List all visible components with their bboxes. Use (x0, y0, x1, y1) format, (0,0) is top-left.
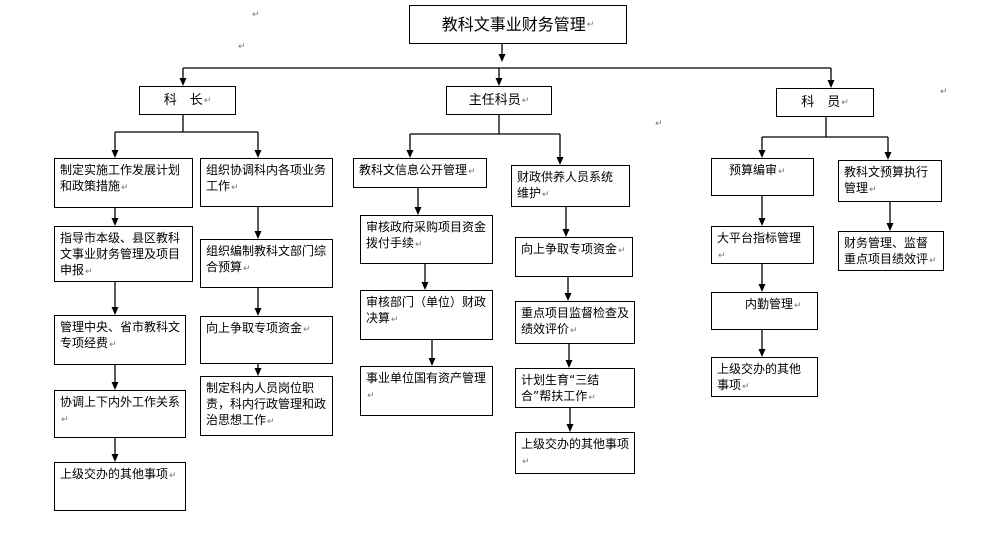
duty-box: 审核部门（单位）财政决算↵ (360, 290, 493, 340)
arrow-head (414, 207, 422, 215)
stray-para-mark: ↵ (655, 119, 663, 129)
duty-box: 制定科内人员岗位职责，科内行政管理和政治思想工作↵ (200, 376, 333, 436)
duty-box: 制定实施工作发展计划和政策措施↵ (54, 158, 193, 208)
arrow-head (254, 231, 262, 239)
duty-box: 预算编审↵ (711, 158, 814, 196)
stray-para-mark: ↵ (940, 87, 948, 97)
arrow-head (495, 78, 503, 86)
duty-box: 计划生育“三结合”帮扶工作↵ (515, 368, 635, 408)
role-kezhang: 科 长↵ (139, 86, 236, 115)
arrow-head (758, 218, 766, 226)
duty-box: 上级交办的其他事项↵ (54, 462, 186, 511)
role-zhuren: 主任科员↵ (446, 86, 552, 115)
arrow-head (498, 54, 506, 62)
arrow-head (562, 229, 570, 237)
role-kezhang-label: 科 长 (163, 92, 203, 108)
arrow-head (758, 150, 766, 158)
arrow-head (254, 368, 262, 376)
arrow-head (421, 282, 429, 290)
arrow-head (758, 349, 766, 357)
arrow-head (565, 360, 573, 368)
arrow-head (758, 284, 766, 292)
duty-box: 审核政府采购项目资金拨付手续↵ (360, 215, 493, 264)
duty-box: 财务管理、监督重点项目绩效评↵ (838, 231, 944, 271)
arrow-head (179, 78, 187, 86)
arrow-head (556, 157, 564, 165)
role-zhuren-label: 主任科员 (468, 92, 521, 108)
duty-box: 组织协调科内各项业务工作↵ (200, 158, 333, 207)
duty-box: 管理中央、省市教科文专项经费↵ (54, 315, 186, 365)
duty-box: 组织编制教科文部门综合预算↵ (200, 239, 333, 288)
duty-box: 上级交办的其他事项↵ (515, 432, 635, 474)
arrow-head (884, 152, 892, 160)
arrow-head (111, 382, 119, 390)
duty-box: 协调上下内外工作关系↵ (54, 390, 186, 438)
role-keyuan-label: 科 员 (801, 94, 841, 110)
stray-para-mark: ↵ (238, 42, 246, 52)
arrow-head (886, 223, 894, 231)
duty-box: 大平台指标管理↵ (711, 226, 814, 264)
arrow-head (111, 454, 119, 462)
duty-box: 上级交办的其他事项↵ (711, 357, 818, 397)
arrow-head (111, 307, 119, 315)
duty-box: 向上争取专项资金↵ (515, 237, 633, 277)
stray-para-mark: ↵ (252, 10, 260, 20)
duty-box: 事业单位国有资产管理↵ (360, 366, 493, 416)
arrow-head (111, 218, 119, 226)
arrow-head (566, 424, 574, 432)
duty-box: 指导市本级、县区教科文事业财务管理及项目申报↵ (54, 226, 193, 282)
chart-title: 教科文事业财务管理↵ (409, 5, 627, 44)
duty-box: 教科文预算执行管理↵ (838, 160, 942, 202)
duty-box: 教科文信息公开管理↵ (353, 158, 487, 188)
role-keyuan: 科 员↵ (776, 88, 874, 117)
arrow-head (111, 150, 119, 158)
arrow-head (406, 150, 414, 158)
duty-box: 向上争取专项资金↵ (200, 316, 333, 364)
duty-box: 财政供养人员系统维护↵ (511, 165, 630, 207)
duty-box: 内勤管理↵ (711, 292, 818, 330)
chart-title-text: 教科文事业财务管理 (441, 14, 586, 34)
arrow-head (254, 308, 262, 316)
duty-box: 重点项目监督检查及绩效评价↵ (515, 301, 635, 344)
arrow-head (564, 293, 572, 301)
arrow-head (428, 358, 436, 366)
arrow-head (254, 150, 262, 158)
arrow-head (827, 80, 835, 88)
